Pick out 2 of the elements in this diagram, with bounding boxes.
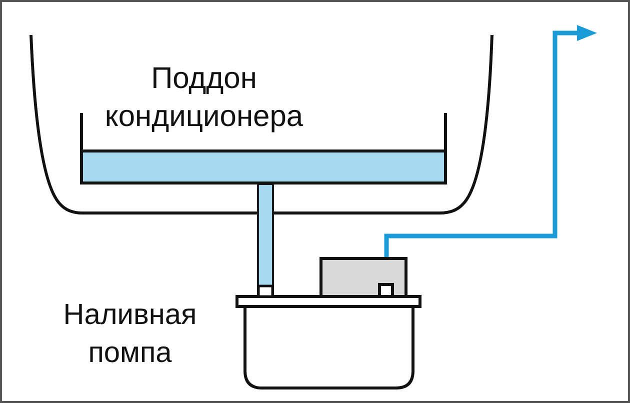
pump-label: Наливная помпа: [62, 298, 198, 371]
pan-label: Поддон кондиционера: [104, 61, 304, 135]
